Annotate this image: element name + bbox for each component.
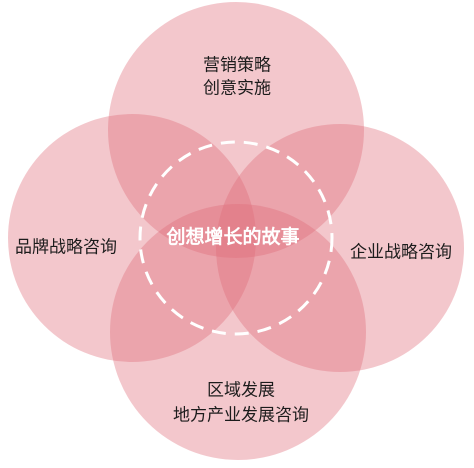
left-label: 品牌战略咨询: [15, 237, 117, 256]
bottom-label-line2: 地方产业发展咨询: [173, 405, 309, 424]
top-label-line2: 创意实施: [203, 78, 271, 97]
bottom-label-line1: 区域发展: [207, 380, 275, 399]
center-label: 创想增长的故事: [165, 225, 299, 248]
center-dashed-ring: [138, 140, 334, 336]
top-label-line1: 营销策略: [203, 55, 271, 74]
circle-top: [108, 2, 364, 258]
circle-bottom: [110, 204, 366, 460]
circle-left: [8, 114, 256, 362]
circle-right: [216, 124, 464, 372]
right-label: 企业战略咨询: [350, 242, 452, 261]
